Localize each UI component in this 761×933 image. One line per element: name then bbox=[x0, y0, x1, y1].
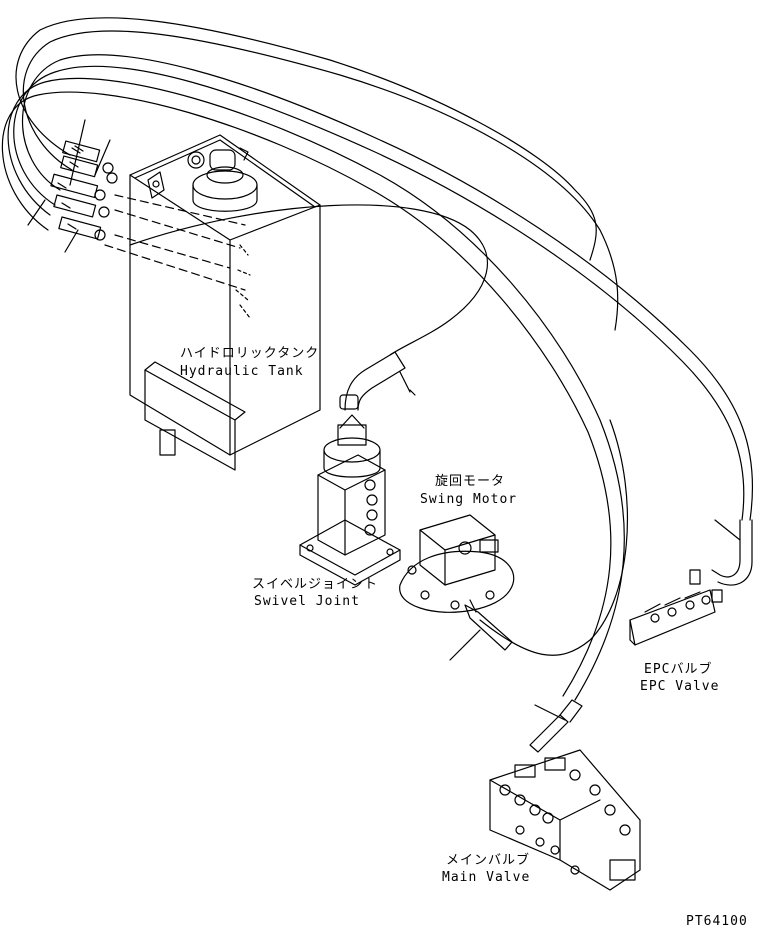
hose-fittings-tank bbox=[27, 119, 246, 291]
hydraulic-tank bbox=[129, 134, 321, 471]
hose-loop-2 bbox=[22, 30, 619, 331]
drawing-code: PT64100 bbox=[686, 914, 748, 929]
main-valve bbox=[489, 699, 641, 891]
epc-valve bbox=[629, 519, 753, 646]
epc-valve-label-jp: EPCバルブ bbox=[644, 662, 713, 677]
hose-loop-1 bbox=[15, 17, 597, 261]
swing-motor bbox=[399, 514, 515, 661]
epc-valve-label-en: EPC Valve bbox=[640, 679, 720, 694]
swing-motor-label-jp: 旋回モータ bbox=[435, 474, 506, 489]
main-valve-label-jp: メインバルブ bbox=[446, 853, 531, 868]
hydraulic-tank-label-jp: ハイドロリックタンク bbox=[180, 346, 320, 361]
hose-to-main-valve bbox=[1, 77, 625, 701]
swivel-joint-label-jp: スイベルジョイント bbox=[252, 577, 379, 592]
main-valve-label-en: Main Valve bbox=[442, 870, 531, 885]
hydraulic-tank-label-en: Hydraulic Tank bbox=[180, 364, 304, 379]
swivel-joint bbox=[299, 351, 416, 586]
hose-to-swing-motor bbox=[479, 419, 629, 656]
swivel-joint-label-en: Swivel Joint bbox=[254, 594, 360, 609]
hose-to-epc bbox=[13, 54, 754, 521]
hose-to-swivel bbox=[129, 204, 488, 356]
swing-motor-label-en: Swing Motor bbox=[420, 492, 518, 507]
